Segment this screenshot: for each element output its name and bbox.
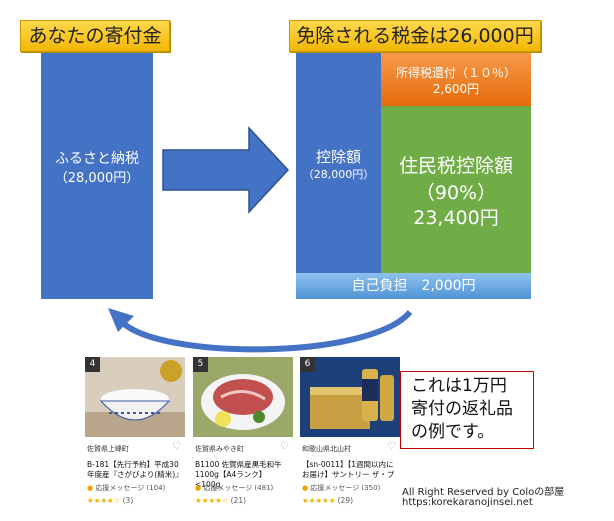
resident-tax-title: 住民税控除額: [398, 155, 513, 177]
rank-badge: 5: [193, 357, 208, 372]
speech-bubble-icon: ●: [87, 484, 94, 492]
beef-image: [193, 357, 293, 437]
speech-bubble-icon: ●: [302, 484, 309, 492]
tax-exemption-label: 免除される税金は26,000円: [289, 20, 541, 52]
product-title[interactable]: 【sn-0011】【1週間以内にお届け】サントリー ザ・プ: [302, 460, 395, 479]
message-count: ● 応援メッセージ (481): [195, 484, 274, 492]
donation-box: ふるさと納税 （28,000円）: [41, 53, 153, 299]
product-card-beef[interactable]: 5 佐賀県みやき町 ♡ B1100 佐賀県産黒毛和牛1100g【A4ランク】<1…: [193, 357, 293, 511]
self-pay-bar: 自己負担 2,000円: [296, 273, 531, 299]
note-line: の例です。: [411, 422, 495, 442]
right-arrow-icon: [162, 126, 290, 214]
rating-stars: ★★★★☆(21): [195, 496, 247, 505]
message-count: ● 応援メッセージ (104): [87, 484, 166, 492]
donation-label: あなたの寄付金: [20, 20, 170, 52]
product-location: 佐賀県みやき町: [195, 445, 244, 453]
heart-icon[interactable]: ♡: [172, 441, 181, 452]
resident-tax-percent: （90%）: [415, 182, 497, 204]
note-line: 寄付の返礼品: [411, 399, 513, 419]
heart-icon[interactable]: ♡: [280, 441, 289, 452]
heart-icon[interactable]: ♡: [387, 441, 396, 452]
resident-tax-box: 住民税控除額 （90%） 23,400円: [381, 106, 531, 273]
rating-stars: ★★★★☆(3): [87, 496, 134, 505]
product-title[interactable]: B-181【先行予約】平成30年度産『さがびより(精米)』: [87, 460, 183, 479]
deduction-title: 控除額: [315, 148, 361, 166]
income-tax-refund-box: 所得税還付（１０％） 2,600円: [381, 53, 531, 106]
return-gift-note: これは1万円 寄付の返礼品 の例です。: [400, 371, 534, 449]
rating-stars: ★★★★★(29): [302, 496, 354, 505]
deduction-amount: （28,000円）: [302, 168, 375, 181]
message-count: ● 応援メッセージ (350): [302, 484, 381, 492]
income-tax-title: 所得税還付（１０％）: [395, 66, 516, 80]
copyright-credit: All Right Reserved by Coloの部屋: [402, 487, 565, 498]
rice-bowl-image: [85, 357, 185, 437]
product-card-rice[interactable]: 4 佐賀県上峰町 ♡ B-181【先行予約】平成30年度産『さがびより(精米)』…: [85, 357, 185, 511]
product-title[interactable]: B1100 佐賀県産黒毛和牛1100g【A4ランク】<100g: [195, 460, 282, 489]
curved-return-arrow-icon: [108, 308, 413, 353]
product-card-beer[interactable]: 6 和歌山県北山村 ♡ 【sn-0011】【1週間以内にお届け】サントリー ザ・…: [300, 357, 400, 511]
donation-title: ふるさと納税: [55, 151, 139, 167]
donation-amount: （28,000円）: [54, 171, 140, 186]
deduction-box: 控除額 （28,000円）: [296, 53, 381, 273]
beer-box-image: [300, 357, 400, 437]
product-location: 和歌山県北山村: [302, 445, 351, 453]
resident-tax-amount: 23,400円: [413, 207, 499, 229]
product-location: 佐賀県上峰町: [87, 445, 129, 453]
speech-bubble-icon: ●: [195, 484, 202, 492]
rank-badge: 6: [300, 357, 315, 372]
rank-badge: 4: [85, 357, 100, 372]
site-url[interactable]: https:korekaranojinsei.net: [402, 497, 533, 508]
income-tax-amount: 2,600円: [432, 82, 480, 96]
note-line: これは1万円: [411, 376, 507, 396]
